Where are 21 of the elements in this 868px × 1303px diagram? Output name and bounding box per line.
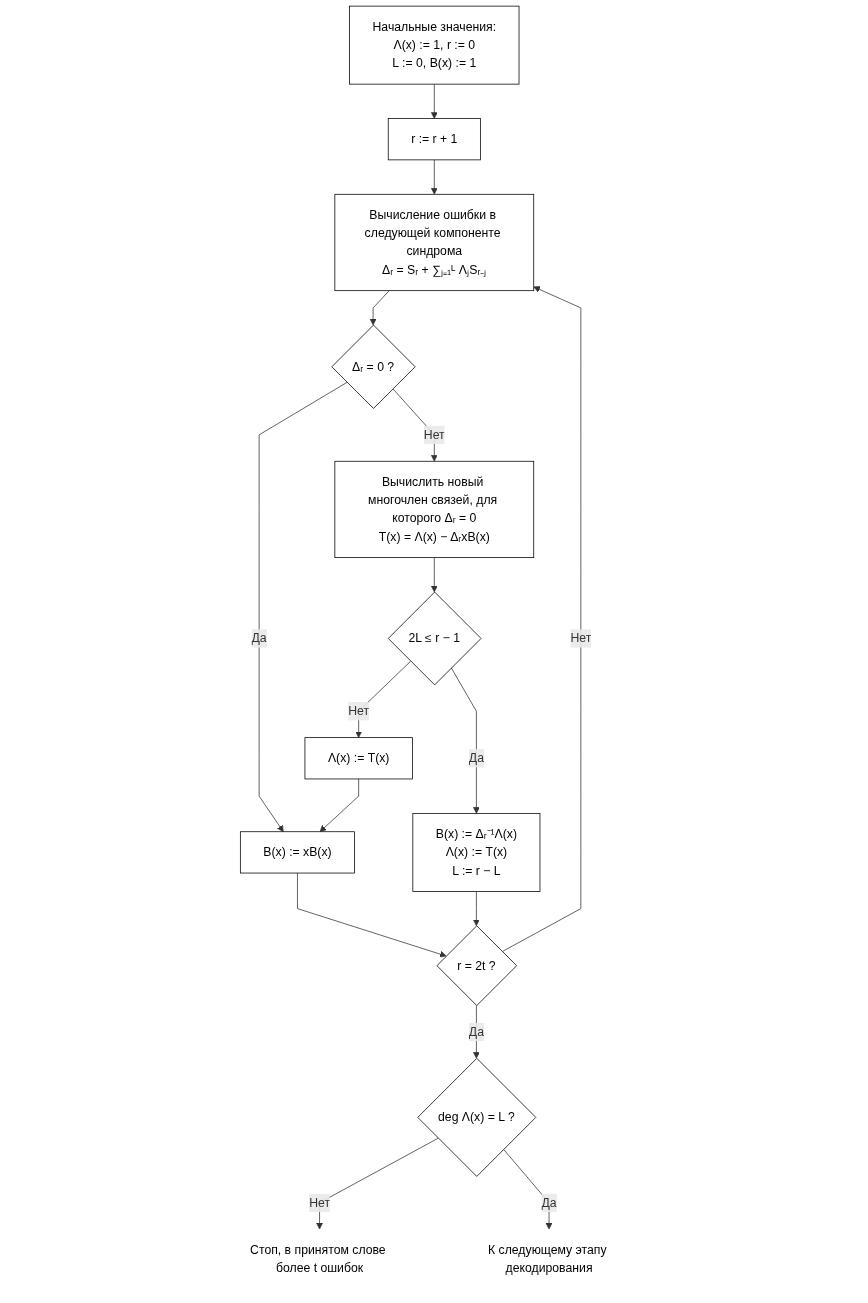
node-box: Начальные значения: Λ(x) := 1, r := 0 L := 0, B(x) := 1 xyxy=(348,5,520,85)
node-diamond: r = 2t ? xyxy=(436,925,517,1006)
node-diamond: deg Λ(x) = L ? xyxy=(417,1057,536,1177)
node-box: Вычисление ошибки в следующей компоненте синдрома Δᵣ = Sᵣ + ∑ⱼ₌₁ᴸ ΛⱼSᵣ₋ⱼ xyxy=(334,193,534,292)
node-box: r := r + 1 xyxy=(387,118,481,161)
edge-label: Да xyxy=(468,751,484,765)
node-box: B(x) := xB(x) xyxy=(239,831,355,874)
edge-label: Нет xyxy=(308,1195,330,1209)
edge-label: Нет xyxy=(570,631,591,645)
edge-label: Нет xyxy=(347,704,369,718)
edge-label: Да xyxy=(541,1195,557,1209)
edge-label: Да xyxy=(251,631,267,645)
edge-label: Да xyxy=(468,1025,484,1039)
edge-label: Нет xyxy=(423,427,445,441)
node-box: B(x) := Δᵣ⁻¹Λ(x) Λ(x) := T(x) L := r − L xyxy=(412,813,541,892)
node-box: Вычислить новый многочлен связей, для которого Δᵣ = 0 T(x) = Λ(x) − ΔᵣxB(x) xyxy=(334,460,534,558)
node-diamond: 2L ≤ r − 1 xyxy=(387,591,482,686)
node-diamond: Δᵣ = 0 ? xyxy=(331,324,416,409)
node-box: Λ(x) := T(x) xyxy=(304,737,413,780)
node-text: Стоп, в принятом слове более t ошибок xyxy=(249,1242,386,1275)
node-text: К следующему этапу декодирования xyxy=(487,1242,607,1275)
